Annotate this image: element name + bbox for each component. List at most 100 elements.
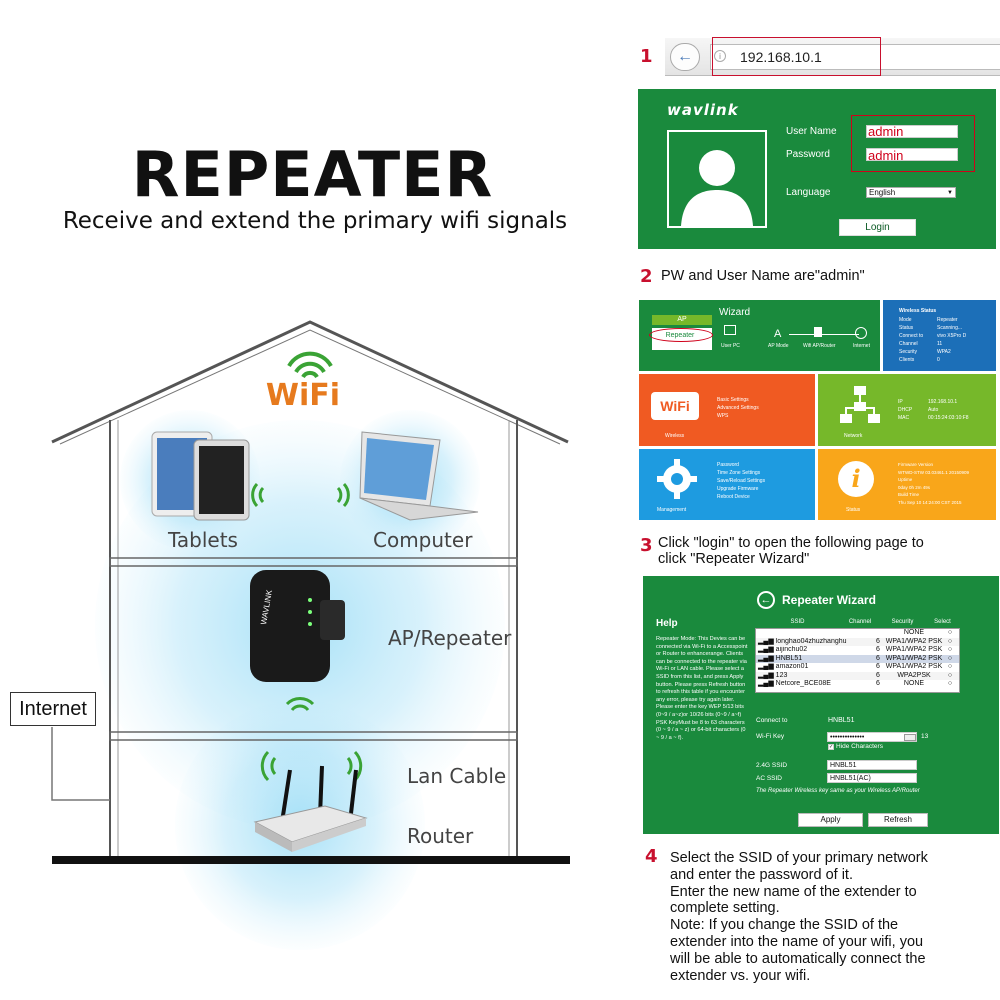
user-pc-label: User PC	[721, 343, 740, 349]
avatar-frame	[667, 130, 767, 228]
password-field[interactable]	[866, 148, 958, 161]
wireless-menu-item[interactable]: Basic Settings	[717, 397, 749, 403]
ac-ssid-label: AC SSID	[756, 775, 783, 782]
step-4-line: and enter the password of it.	[670, 866, 853, 883]
network-value: 192.168.10.1	[928, 399, 958, 405]
select-radio[interactable]: ○	[947, 637, 953, 645]
user-silhouette-icon	[681, 150, 753, 226]
refresh-button[interactable]: Refresh	[868, 813, 928, 827]
hide-characters-label: Hide Characters	[836, 743, 883, 750]
login-button[interactable]: Login	[839, 219, 916, 236]
select-radio[interactable]: ○	[947, 654, 953, 662]
password-label: Password	[786, 149, 830, 160]
roof	[51, 320, 569, 444]
step-2-number: 2	[640, 266, 653, 287]
step-2-text: PW and User Name are"admin"	[661, 268, 865, 284]
col-select: Select	[934, 619, 951, 625]
wizard-tile[interactable]: Wizard AP Repeater User PC A AP Mode Wif…	[639, 300, 880, 371]
ssid-cell: ▂▄▆ Netcore_BCE08E	[758, 680, 831, 687]
globe-icon	[855, 327, 867, 339]
management-label: Management	[657, 507, 687, 513]
back-circle-icon[interactable]: ←	[757, 591, 775, 609]
step-4-line: Enter the new name of the extender to	[670, 883, 917, 900]
step-4-line: Note: If you change the SSID of the	[670, 917, 899, 934]
username-field[interactable]	[866, 125, 958, 138]
status-info-line: Thu Sep 10 14:24:00 CST 2015	[898, 499, 962, 505]
col-ssid: SSID	[790, 619, 805, 625]
management-menu-item[interactable]: Reboot Device	[717, 494, 750, 500]
username-label: User Name	[786, 126, 837, 137]
status-key: Security	[899, 349, 918, 355]
management-menu-item[interactable]: Password	[717, 462, 739, 468]
wifi-key-field[interactable]: ••••••••••••••	[827, 732, 917, 742]
help-title: Help	[656, 618, 678, 629]
repeater-wizard-panel	[643, 576, 999, 834]
status-key: Channel	[899, 341, 918, 347]
channel-cell: 6	[876, 671, 880, 679]
select-radio[interactable]: ○	[947, 671, 953, 679]
status-info-line: Build Time	[898, 492, 920, 497]
ssid24-field[interactable]: HNBL51	[827, 760, 917, 770]
ap-tab[interactable]: AP	[652, 315, 712, 325]
status-info-line: Uptime	[898, 477, 913, 482]
select-radio[interactable]: ○	[947, 663, 953, 670]
status-key: Mode	[899, 317, 912, 323]
network-key: DHCP	[898, 407, 913, 413]
hide-characters-checkbox[interactable]: ✓	[828, 744, 834, 750]
select-radio[interactable]: ○	[947, 680, 953, 687]
apply-button[interactable]: Apply	[798, 813, 863, 827]
label-lan-cable: Lan Cable	[407, 764, 507, 788]
management-menu-item[interactable]: Save/Reload Settings	[717, 478, 766, 484]
channel-cell	[876, 629, 884, 638]
select-radio[interactable]: ○	[947, 646, 953, 653]
channel-cell: 6	[876, 646, 880, 653]
management-menu-item[interactable]: Time Zone Settings	[717, 470, 761, 476]
language-select[interactable]: English▼	[866, 187, 956, 198]
wizard-title: Repeater Wizard	[782, 593, 876, 607]
status-value: Scanning...	[937, 325, 963, 331]
management-menu-item[interactable]: Upgrade Firmware	[717, 486, 759, 492]
select-radio[interactable]: ○	[947, 629, 953, 636]
keyboard-icon[interactable]	[904, 734, 916, 741]
wireless-menu-item[interactable]: WPS	[717, 413, 729, 419]
step-4-line: Select the SSID of your primary network	[670, 850, 928, 866]
network-icon	[840, 386, 880, 423]
wizard-note: The Repeater Wireless key same as your W…	[756, 788, 920, 794]
status-key: Connect to	[899, 333, 924, 339]
table-row[interactable]: NONE○	[756, 629, 959, 638]
password-value: admin	[868, 148, 904, 163]
url-highlight-box	[712, 37, 881, 76]
pc-icon	[724, 325, 736, 335]
step-4-line: extender vs. your wifi.	[670, 967, 811, 984]
label-tablets: Tablets	[168, 528, 238, 552]
status-info-line: WTWD-STW 03.03461.1 20150909	[898, 469, 970, 475]
label-router: Router	[407, 824, 474, 848]
ssid24-label: 2.4G SSID	[756, 762, 788, 769]
ac-ssid-field[interactable]: HNBL51(AC)	[827, 773, 917, 783]
username-value: admin	[868, 124, 904, 139]
security-cell: WPA1/WPA2 PSK	[885, 663, 943, 670]
ssid-cell: ▂▄▆ aijinchu02	[758, 646, 808, 653]
status-value: Repeater	[937, 317, 958, 323]
security-cell: WPA1/WPA2 PSK	[885, 654, 943, 662]
wireless-menu-item[interactable]: Advanced Settings	[717, 405, 759, 411]
back-arrow-icon[interactable]: ←	[670, 43, 700, 71]
channel-cell: 6	[876, 637, 880, 645]
channel-cell: 6	[876, 680, 880, 687]
address-bar[interactable]	[710, 44, 1000, 70]
